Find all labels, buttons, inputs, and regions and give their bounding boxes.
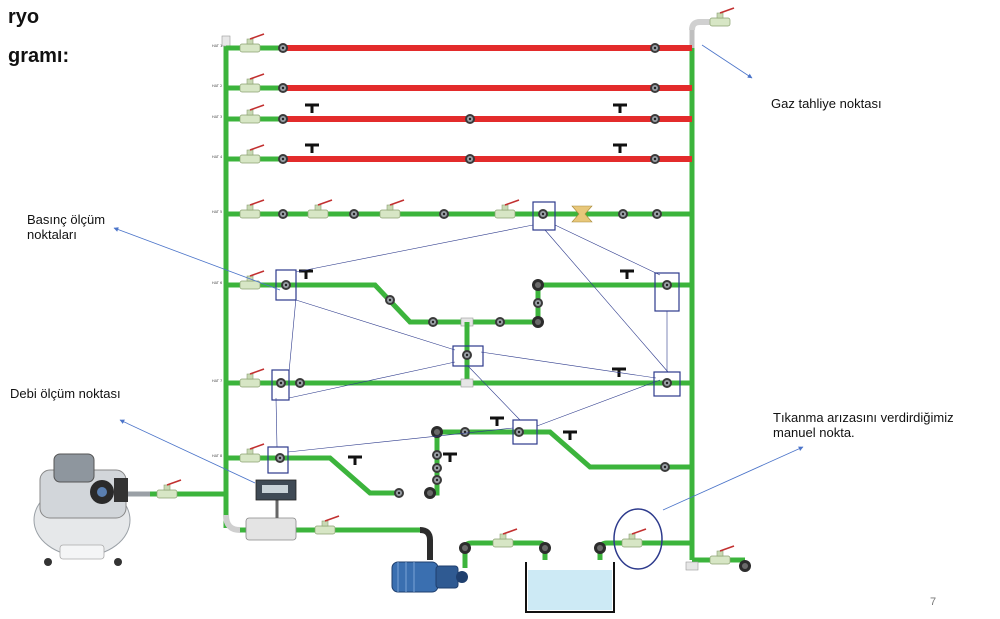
title-line-1: ryo <box>8 6 40 28</box>
pressure-points-label-line-1: Basınç ölçüm <box>27 212 106 227</box>
water-tank-icon <box>525 562 615 613</box>
compressor-icon <box>33 453 150 566</box>
svg-text:HAT 2: HAT 2 <box>212 84 222 88</box>
blockage-label: Tıkanma arızasını verdirdiğimiz manuel n… <box>773 410 954 440</box>
page-number: 7 <box>930 596 937 608</box>
svg-text:HAT 7: HAT 7 <box>212 379 222 383</box>
measurement-links <box>275 224 669 453</box>
blockage-label-line-2: manuel nokta. <box>773 425 855 440</box>
svg-text:HAT 3: HAT 3 <box>212 115 222 119</box>
svg-text:HAT 6: HAT 6 <box>212 281 222 285</box>
green-line-5: HAT 5 <box>212 199 692 231</box>
compressor-outlet-pipe <box>150 479 226 499</box>
red-line-2: HAT 2 <box>212 73 692 93</box>
blockage-label-line-1: Tıkanma arızasını verdirdiğimiz <box>773 410 954 425</box>
title-line-2: gramı: <box>8 45 70 67</box>
annotation-arrows <box>113 44 804 511</box>
pressure-points-label-line-2: noktaları <box>27 227 77 242</box>
red-line-3: HAT 3 <box>212 103 692 124</box>
svg-text:HAT 4: HAT 4 <box>212 155 223 159</box>
red-line-1: HAT 1 <box>212 33 692 53</box>
svg-text:HAT 1: HAT 1 <box>212 44 222 48</box>
pump-icon <box>391 561 468 593</box>
gas-vent-label: Gaz tahliye noktası <box>771 96 882 111</box>
pressure-points-label: Basınç ölçüm noktaları <box>27 212 105 242</box>
flow-point-label: Debi ölçüm noktası <box>10 386 121 401</box>
red-line-4: HAT 4 <box>212 143 692 164</box>
bottom-piping <box>223 7 751 572</box>
svg-text:HAT 5: HAT 5 <box>212 210 222 214</box>
green-line-7: HAT 7 <box>212 322 692 401</box>
svg-text:HAT 8: HAT 8 <box>212 454 222 458</box>
green-line-6: HAT 6 <box>212 269 692 328</box>
green-line-8: HAT 8 <box>212 416 692 499</box>
